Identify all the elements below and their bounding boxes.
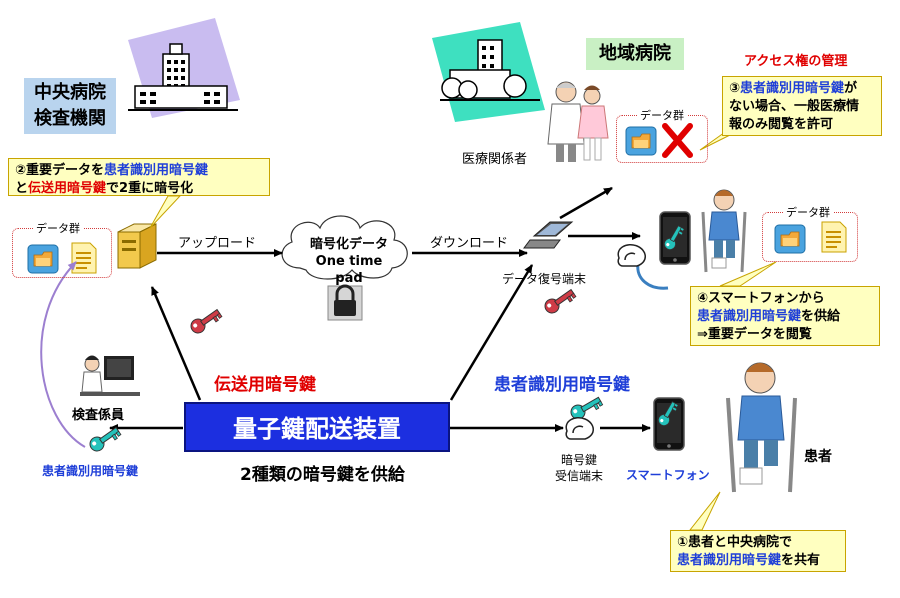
c1-text-b: を共有 — [781, 553, 821, 568]
key-icon — [567, 392, 604, 423]
doctor-nurse-icon — [547, 81, 609, 162]
key-icon — [86, 423, 122, 455]
cloud-icon — [281, 215, 408, 280]
data-group-regional: データ群 — [616, 107, 708, 163]
data-group-central: データ群 — [12, 220, 112, 278]
c2-text-b: と — [15, 181, 29, 196]
server-icon — [117, 223, 157, 269]
key-icon — [187, 305, 223, 337]
key-receiver-line1: 暗号鍵 — [560, 453, 597, 467]
patient-key-label: 患者識別用暗号鍵 — [494, 375, 630, 395]
patient-crutches-icon — [701, 189, 747, 273]
c2-text-a: ②重要データを — [15, 163, 105, 178]
lock-icon — [327, 284, 363, 321]
c1-patient-key: 患者識別用暗号鍵 — [677, 553, 782, 568]
data-group-patient: データ群 — [762, 204, 858, 262]
upload-label: アップロード — [178, 236, 257, 251]
c3-text-c: ない場合、一般医療情 — [729, 99, 860, 114]
receiver-icon — [565, 416, 595, 440]
inspector-computer-icon — [80, 355, 140, 396]
medical-staff-label: 医療関係者 — [462, 152, 528, 167]
c2-text-c: で2重に暗号化 — [106, 181, 194, 196]
c4-text-a: ④スマートフォンから — [697, 291, 825, 306]
receiver-icon — [617, 243, 647, 267]
c3-text-b: が — [844, 81, 858, 96]
key-receiver-label: 暗号鍵 受信端末 — [554, 452, 604, 484]
smartphone-icon — [653, 397, 685, 451]
data-group-caption: データ群 — [783, 204, 833, 220]
smartphone-icon — [659, 211, 691, 265]
flow-arrows — [109, 186, 651, 432]
c2-transmission-key: 伝送用暗号鍵 — [28, 181, 107, 196]
callout-step2: ②重要データを患者識別用暗号鍵 と伝送用暗号鍵で2重に暗号化 — [8, 158, 270, 196]
cloud-label-line1: 暗号化データ — [309, 237, 388, 252]
cross-icon — [662, 123, 693, 158]
download-label: ダウンロード — [430, 236, 509, 251]
c4-text-c: ⇒重要データを閲覧 — [697, 327, 812, 342]
c1-text-a: ①患者と中央病院で — [677, 535, 793, 550]
hospital-building-icon — [128, 18, 240, 118]
smartphone-label: スマートフォン — [626, 468, 710, 482]
patient-label: 患者 — [804, 449, 832, 465]
supply-label: 2種類の暗号鍵を供給 — [240, 465, 405, 485]
key-icon — [541, 285, 577, 317]
inspector-label: 検査係員 — [72, 408, 125, 423]
regional-hospital-icon — [432, 22, 545, 122]
regional-hospital-title: 地域病院 — [586, 38, 684, 70]
patient-crutches-icon — [726, 362, 797, 493]
decrypt-terminal-label: データ復号端末 — [502, 272, 587, 286]
c2-patient-key: 患者識別用暗号鍵 — [104, 163, 209, 178]
central-title-line2: 検査機関 — [34, 108, 106, 129]
inspector-key-label: 患者識別用暗号鍵 — [42, 464, 139, 478]
c4-text-b: を供給 — [801, 309, 841, 324]
c3-patient-key: 患者識別用暗号鍵 — [740, 81, 845, 96]
c3-text-d: 報のみ閲覧を許可 — [729, 117, 834, 132]
data-group-regional-icons — [625, 123, 693, 158]
c4-patient-key: 患者識別用暗号鍵 — [697, 309, 802, 324]
central-title-line1: 中央病院 — [34, 82, 106, 103]
callout-step1: ①患者と中央病院で 患者識別用暗号鍵を共有 — [670, 530, 846, 572]
data-group-caption: データ群 — [637, 107, 687, 123]
cloud-label-line2: One time pad — [315, 254, 383, 286]
callout-step4: ④スマートフォンから 患者識別用暗号鍵を供給 ⇒重要データを閲覧 — [690, 286, 880, 346]
cloud-label: 暗号化データ One time pad — [302, 236, 396, 287]
callout-step3: ③患者識別用暗号鍵が ない場合、一般医療情 報のみ閲覧を許可 — [722, 76, 882, 136]
transmission-key-label: 伝送用暗号鍵 — [214, 375, 316, 395]
data-group-caption: データ群 — [33, 220, 83, 236]
access-management-title: アクセス権の管理 — [744, 54, 848, 69]
key-receiver-line2: 受信端末 — [554, 469, 603, 483]
c3-text-a: ③ — [729, 81, 741, 96]
qkd-device: 量子鍵配送装置 — [184, 402, 450, 452]
laptop-icon — [523, 221, 574, 249]
central-hospital-title: 中央病院 検査機関 — [24, 78, 116, 134]
